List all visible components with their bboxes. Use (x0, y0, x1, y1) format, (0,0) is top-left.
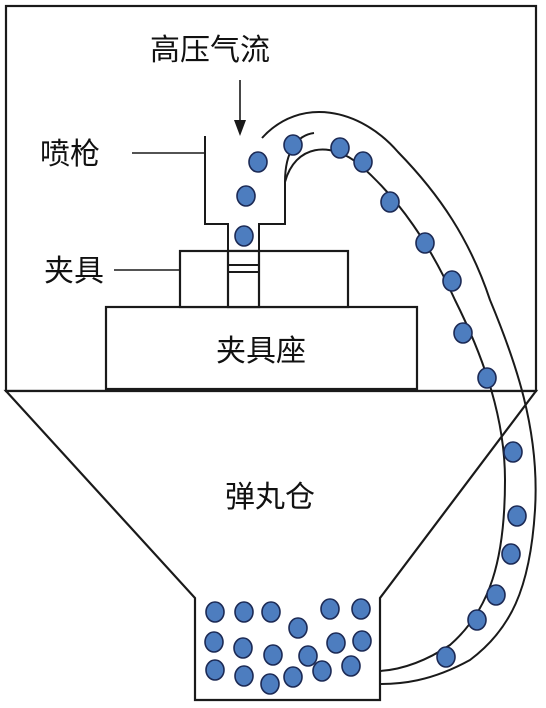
shot-pellet (507, 505, 527, 527)
shot-pellet (442, 270, 462, 292)
shot-pellet (341, 655, 361, 677)
fixture-seat-label: 夹具座 (216, 334, 306, 369)
shot-hose-outer (261, 111, 537, 685)
shot-pellet (248, 151, 268, 173)
shot-pellet (288, 617, 308, 639)
spray-gun (204, 132, 315, 251)
shot-pellet (263, 644, 283, 666)
shots-in-bin (204, 598, 372, 695)
shot-pellet (233, 637, 253, 659)
shot-pellet (477, 367, 497, 389)
shot-pellet (436, 646, 456, 668)
spray-gun-label: 喷枪 (40, 137, 100, 172)
shot-pellet (234, 665, 254, 687)
shots-in-gun (234, 151, 268, 247)
air-flow-arrowhead (234, 120, 246, 136)
shot-pellet (320, 598, 340, 620)
shot-pellet (204, 631, 224, 653)
shot-pellet (205, 601, 225, 623)
shot-pellet (234, 601, 254, 623)
shot-bin-label: 弹丸仓 (225, 480, 315, 515)
shot-pellet (353, 151, 373, 173)
air-flow-label: 高压气流 (150, 33, 270, 68)
fixture-label: 夹具 (44, 254, 104, 289)
shots-in-hose (283, 134, 527, 668)
shot-pellet (330, 137, 350, 159)
shot-pellet (283, 134, 303, 156)
shot-pellet (352, 630, 372, 652)
shot-pellet (326, 632, 346, 654)
shot-bin-hopper (3, 389, 539, 702)
shot-pellet (260, 673, 280, 695)
shot-pellet (351, 598, 371, 620)
fixture-workpiece (226, 249, 261, 309)
shot-pellet (261, 601, 281, 623)
shot-pellet (501, 543, 521, 565)
shot-pellet (298, 645, 318, 667)
shot-pellet (453, 322, 473, 344)
shot-pellet (467, 609, 487, 631)
shot-pellet (312, 660, 332, 682)
shot-pellet (503, 441, 523, 463)
shot-pellet (486, 584, 506, 606)
shot-pellet (380, 191, 400, 213)
shot-pellet (415, 232, 435, 254)
shot-pellet (205, 659, 225, 681)
shot-pellet (283, 666, 303, 688)
fixture (178, 249, 350, 309)
shot-pellet (236, 185, 256, 207)
shot-pellet (234, 225, 254, 247)
